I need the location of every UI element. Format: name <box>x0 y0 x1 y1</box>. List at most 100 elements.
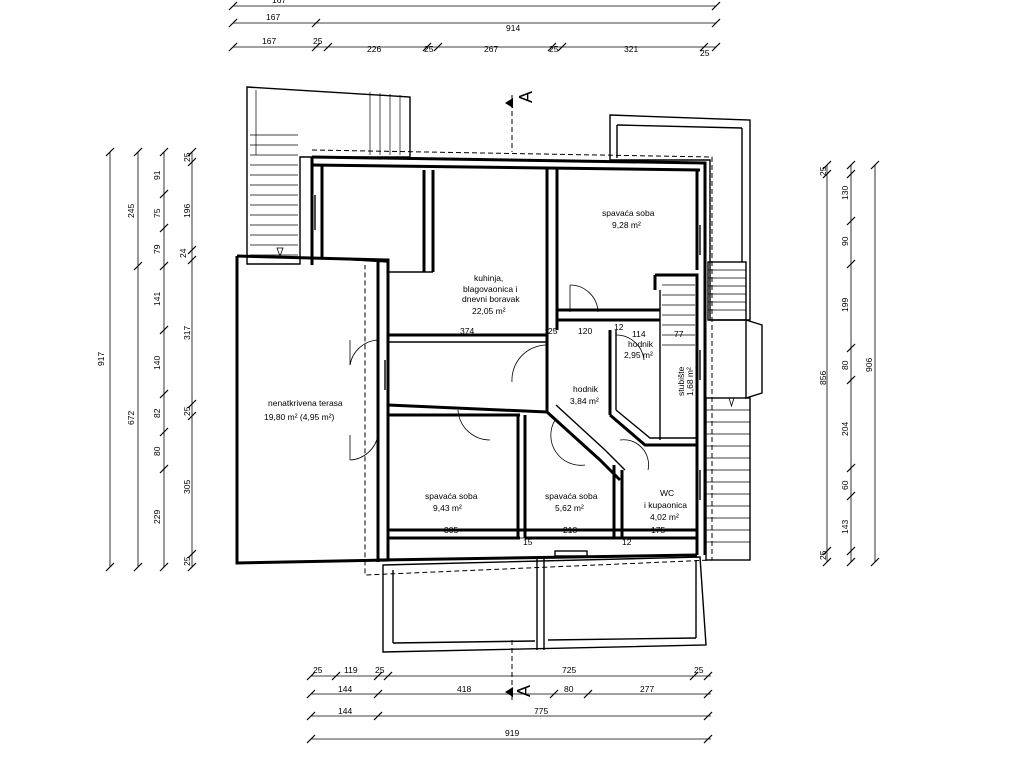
room-terasa-area: 19,80 m² (4,95 m²) <box>264 412 335 422</box>
dim-int-4: 114 <box>632 329 646 339</box>
dim-int-2: 120 <box>578 326 592 336</box>
room-spavaca2-name: spavaća soba <box>425 491 478 501</box>
dim-left-inner2-4: 25 <box>182 406 192 416</box>
section-label-bottom: A <box>514 685 534 697</box>
dim-bottom-r1-e: 25 <box>694 665 704 675</box>
dim-left-inner-6: 80 <box>152 446 162 456</box>
dim-right-inner-8: 25 <box>818 550 828 560</box>
dim-right-inner-7: 143 <box>840 520 850 534</box>
section-marker-top: A <box>505 91 536 152</box>
dim-top-r2-g: 321 <box>624 44 638 54</box>
dim-left-inner-4: 140 <box>152 356 162 370</box>
room-hodnik2-name: hodnik <box>573 384 599 394</box>
room-wc-area: 4,02 m² <box>650 512 679 522</box>
dim-top-r2-d: 25 <box>424 44 434 54</box>
dim-int-1: 25 <box>548 326 558 336</box>
dim-top-r2-h: 25 <box>700 48 710 58</box>
room-kuhinja-area: 22,05 m² <box>472 306 506 316</box>
dim-int-5: 77 <box>674 329 684 339</box>
room-hodnik2-area: 3,84 m² <box>570 396 599 406</box>
dim-int-6: 305 <box>444 525 458 535</box>
room-spavaca3-area: 5,62 m² <box>555 503 584 513</box>
dim-left-inner-7: 229 <box>152 510 162 524</box>
doors <box>314 195 701 557</box>
dim-left-inner2-1: 196 <box>182 204 192 218</box>
right-dimensions: 856 25 130 90 199 80 204 60 143 25 906 <box>818 160 880 567</box>
dim-right-mid: 856 <box>818 371 828 385</box>
room-wc: WC i kupaonica 4,02 m² <box>644 488 687 522</box>
room-hodnik2: hodnik 3,84 m² <box>570 384 599 406</box>
dim-int-8: 218 <box>563 525 577 535</box>
room-spavaca2-area: 9,43 m² <box>433 503 462 513</box>
bottom-balconies <box>382 556 707 653</box>
room-spavaca1-name: spavaća soba <box>602 208 655 218</box>
dim-top-r2-c: 226 <box>367 44 381 54</box>
dim-int-10: 175 <box>651 525 665 535</box>
dim-left-inner2-2: 24 <box>178 248 188 258</box>
room-spavaca1-area: 9,28 m² <box>612 220 641 230</box>
dim-right-outer: 906 <box>864 358 874 372</box>
dim-top-r0-a: 167 <box>272 0 286 5</box>
dim-int-9: 12 <box>622 537 632 547</box>
dim-left-mid-a: 245 <box>126 204 136 218</box>
room-stubiste-name: stubište <box>676 366 686 396</box>
dim-bottom-r2-d: 277 <box>640 684 654 694</box>
room-spavaca3: spavaća soba 5,62 m² <box>545 491 598 513</box>
dim-left-inner2-0: 25 <box>182 152 192 162</box>
dim-bottom-r1-c: 25 <box>375 665 385 675</box>
dim-bottom-r3-b: 775 <box>534 706 548 716</box>
left-dimensions: 917 245 672 91 75 79 141 140 82 80 229 <box>96 147 197 572</box>
dim-bottom-r2-c: 80 <box>564 684 574 694</box>
dim-left-inner-1: 75 <box>152 208 162 218</box>
dim-top-r2-e: 267 <box>484 44 498 54</box>
top-left-stairs <box>246 86 411 265</box>
interior-dimensions: 374 25 120 12 114 77 305 15 218 12 175 <box>392 322 696 547</box>
dim-bottom-r1-d: 725 <box>562 665 576 675</box>
top-dimensions: 167 167 914 167 25 226 25 267 25 321 25 <box>228 0 721 58</box>
dim-left-inner-5: 82 <box>152 408 162 418</box>
dim-int-0: 374 <box>460 326 474 336</box>
dim-right-inner-3: 199 <box>840 298 850 312</box>
dim-left-inner2-5: 305 <box>182 480 192 494</box>
room-spavaca1: spavaća soba 9,28 m² <box>602 208 655 230</box>
dim-right-inner-0: 25 <box>818 166 828 176</box>
dim-top-r2-b: 25 <box>313 36 323 46</box>
dim-top-r2-f: 25 <box>549 44 559 54</box>
dim-left-outer: 917 <box>96 352 106 366</box>
dim-left-inner-2: 79 <box>152 244 162 254</box>
room-wc-l1: WC <box>660 488 674 498</box>
dim-bottom-r3-a: 144 <box>338 706 352 716</box>
bottom-dimensions: 25 119 25 725 25 144 418 80 277 144 775 … <box>306 665 713 744</box>
dim-left-inner-0: 91 <box>152 170 162 180</box>
dim-top-r1-b: 914 <box>506 23 520 33</box>
room-spavaca3-name: spavaća soba <box>545 491 598 501</box>
dim-right-inner-1: 130 <box>840 186 850 200</box>
dim-top-r2-a: 167 <box>262 36 276 46</box>
roof-outline <box>311 149 713 576</box>
room-kuhinja-l3: dnevni boravak <box>462 294 520 304</box>
room-kuhinja-l1: kuhinja, <box>474 273 503 283</box>
room-kuhinja-l2: blagovaonica i <box>463 284 517 294</box>
dim-left-mid-b: 672 <box>126 411 136 425</box>
room-hodnik1-area: 2,95 m² <box>624 350 653 360</box>
dim-left-inner2-3: 317 <box>182 326 192 340</box>
dim-bottom-r2-b: 418 <box>457 684 471 694</box>
walls <box>235 155 707 565</box>
room-stubiste: stubište 1,68 m² <box>676 366 695 396</box>
dim-bottom-r4-a: 919 <box>505 728 519 738</box>
room-hodnik1-name: hodnik <box>628 339 654 349</box>
dim-int-7: 15 <box>523 537 533 547</box>
room-terasa: nenatkrivena terasa 19,80 m² (4,95 m²) <box>264 398 343 422</box>
dim-left-inner-3: 141 <box>152 292 162 306</box>
dim-right-inner-4: 80 <box>840 360 850 370</box>
room-spavaca2: spavaća soba 9,43 m² <box>425 491 478 513</box>
dim-bottom-r1-a: 25 <box>313 665 323 675</box>
dim-bottom-r1-b: 119 <box>344 665 358 675</box>
dim-top-r1-a: 167 <box>266 12 280 22</box>
room-wc-l2: i kupaonica <box>644 500 687 510</box>
section-label-top: A <box>516 91 536 103</box>
dim-bottom-r2-a: 144 <box>338 684 352 694</box>
dim-right-inner-5: 204 <box>840 422 850 436</box>
dim-int-3: 12 <box>614 322 624 332</box>
